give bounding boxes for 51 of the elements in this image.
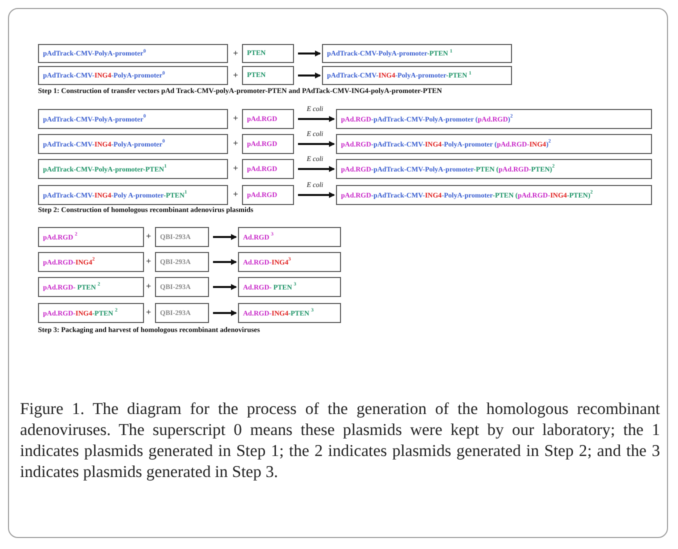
construct-box: [38, 159, 228, 179]
plus-sign: +: [233, 163, 238, 173]
construct-box: [38, 185, 228, 205]
arrow: [298, 72, 321, 78]
construct-box: [155, 252, 209, 272]
construct-box: [38, 134, 228, 154]
construct-box: [38, 277, 144, 297]
construct-box: [238, 252, 341, 272]
construct-box: [242, 185, 294, 205]
construct-box: [38, 303, 144, 323]
construct-box: [38, 109, 228, 129]
figure-caption: Figure 1. The diagram for the process of the generation of the homologous recombinant adenoviruses. The superscript 0 means these plasmids were kept by our laboratory; the 1 indicates plasmids generated in Step 1; the 2 indicates plasmids generated in Step 2; and the 3 indicates plasmids generated in Step 3.: [20, 398, 660, 482]
construct-box: [336, 134, 652, 154]
construct-box: [242, 134, 294, 154]
construct-box: [322, 44, 512, 63]
plus-sign: +: [146, 231, 152, 241]
construct-box: [238, 277, 341, 297]
construct-box: [38, 66, 228, 85]
arrow: [298, 50, 321, 56]
arrow: [213, 310, 237, 316]
plus-sign: +: [233, 48, 238, 58]
construct-box: [155, 227, 209, 247]
arrow: [298, 166, 335, 172]
arrow: [213, 284, 237, 290]
plus-sign: +: [233, 138, 238, 148]
plus-sign: +: [146, 281, 152, 291]
construct-box: [155, 303, 209, 323]
plus-sign: +: [146, 307, 152, 317]
construct-box: [322, 66, 512, 85]
plus-sign: +: [233, 113, 238, 123]
construct-box: [38, 227, 144, 247]
plus-sign: +: [233, 70, 238, 80]
arrow: [213, 234, 237, 240]
plus-sign: +: [146, 256, 152, 266]
construct-box: [336, 159, 652, 179]
construct-box: [155, 277, 209, 297]
construct-box: [38, 44, 228, 63]
plus-sign: +: [233, 189, 238, 199]
construct-box: [336, 109, 652, 129]
construct-box: [38, 252, 144, 272]
arrow: [298, 192, 335, 198]
construct-box: [238, 227, 341, 247]
construct-box: [242, 159, 294, 179]
construct-box: [242, 66, 294, 85]
construct-box: [242, 109, 294, 129]
construct-box: [336, 185, 652, 205]
arrow: [213, 259, 237, 265]
construct-box: [242, 44, 294, 63]
construct-box: [238, 303, 341, 323]
arrow: [298, 141, 335, 147]
arrow: [298, 116, 335, 122]
